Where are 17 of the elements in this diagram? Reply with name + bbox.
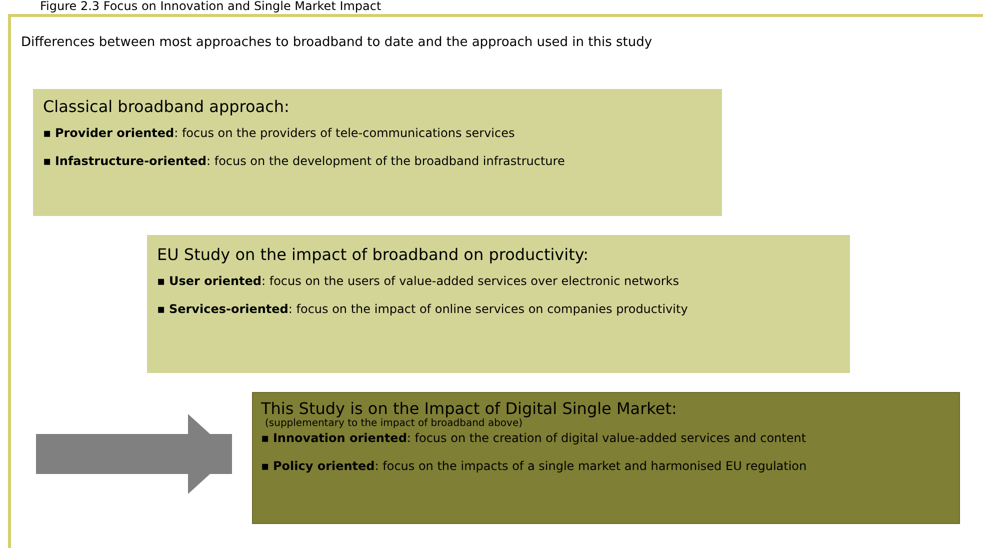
block-arrow [36, 414, 232, 494]
panel-heading: This Study is on the Impact of Digital Single Market: [261, 399, 678, 418]
subheading: (supplementary to the impact of broadband above) [265, 418, 524, 429]
figure-title: Figure 2.3 Focus on Innovation and Single Market Impact [40, 0, 382, 13]
panel-heading: Classical broadband approach: [43, 97, 290, 116]
bullet-item: ▪ Provider oriented: focus on the providers of tele-communications services [43, 126, 516, 140]
bullet-item: ▪ User oriented: focus on the users of value-added services over electronic networks [157, 274, 680, 288]
text-panel [33, 89, 722, 216]
text-panel [252, 392, 960, 524]
text-panel [147, 235, 850, 373]
figure-frame [8, 14, 983, 548]
heading: Differences between most approaches to broadband to date and the approach used in this study [21, 35, 654, 50]
bullet-item: ▪ Services-oriented: focus on the impact of online services on companies productivity [157, 302, 689, 316]
bullet-item: ▪ Policy oriented: focus on the impacts of a single market and harmonised EU regulation [261, 459, 808, 473]
bullet-item: ▪ Innovation oriented: focus on the creation of digital value-added services and content [261, 431, 808, 445]
bullet-item: ▪ Infastructure-oriented: focus on the development of the broadband infrastructure [43, 154, 566, 168]
panel-heading: EU Study on the impact of broadband on productivity: [157, 245, 590, 264]
